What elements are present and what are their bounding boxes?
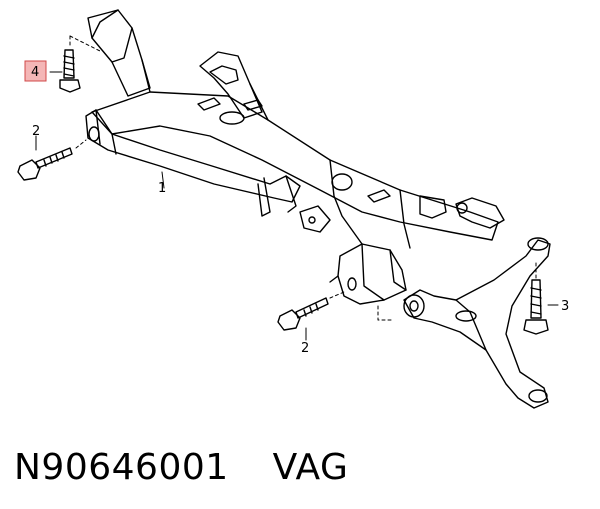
callout-4-label: 4 [31,65,39,80]
part-number: N90646001 [14,447,229,488]
bolt-2-bottom [277,297,329,331]
brand-name: VAG [272,447,349,488]
control-arm [403,237,551,409]
callout-2-left-label: 2 [32,124,40,139]
bolt-2-left [17,147,73,181]
callout-3-label: 3 [561,299,569,314]
bolt-4 [59,49,81,93]
bolt-3 [523,279,549,335]
callout-4-highlight [24,60,47,82]
callout-2-bottom-label: 2 [301,341,309,356]
part-number-caption: N90646001 VAG [14,447,348,488]
exploded-parts-diagram: 4 2 1 2 3 [17,9,569,409]
leader-lines [35,35,559,341]
callout-1-label: 1 [158,181,166,196]
subframe-crossmember [85,9,505,305]
